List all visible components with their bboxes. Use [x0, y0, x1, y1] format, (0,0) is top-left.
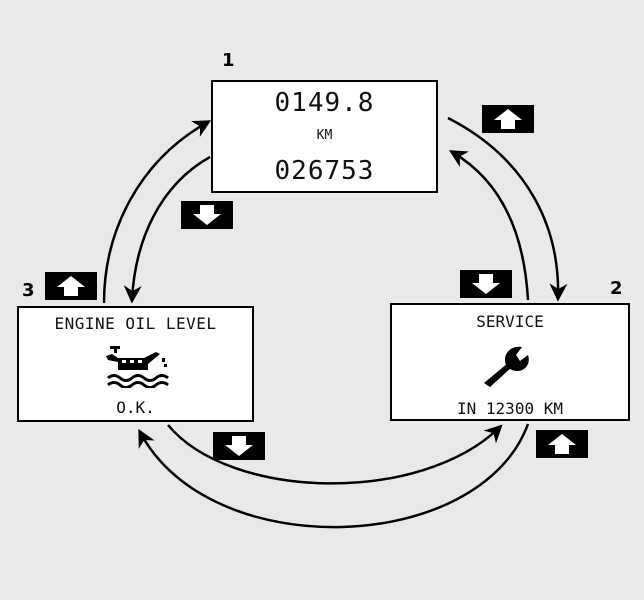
display-number-2: 2 — [610, 278, 623, 299]
trip-odometer-display: 0149.8 KM 026753 — [211, 80, 438, 193]
trip-value: 0149.8 — [274, 88, 375, 118]
arrow-oil-to-service — [167, 424, 503, 485]
arrow-trip-to-oil — [123, 155, 211, 304]
distance-unit: KM — [316, 128, 333, 143]
down-arrow-icon — [181, 201, 233, 229]
arrow-service-to-trip — [448, 150, 530, 301]
down-arrow-icon — [460, 270, 512, 298]
odometer-value: 026753 — [274, 156, 375, 186]
up-arrow-icon — [482, 105, 534, 133]
oil-can-icon — [106, 346, 169, 388]
oil-title: ENGINE OIL LEVEL — [54, 314, 217, 333]
up-arrow-icon — [45, 272, 97, 300]
engine-oil-display: ENGINE OIL LEVEL O.K. — [17, 306, 254, 422]
service-title: SERVICE — [476, 312, 544, 331]
service-display: SERVICE IN 12300 KM — [390, 303, 630, 421]
arrow-trip-to-service — [447, 116, 568, 302]
service-interval: IN 12300 KM — [457, 399, 563, 418]
oil-status: O.K. — [116, 398, 155, 417]
arrow-service-to-oil — [138, 423, 530, 529]
down-arrow-icon — [213, 432, 265, 460]
wrench-icon — [484, 346, 529, 387]
arrow-oil-to-trip — [102, 120, 212, 304]
up-arrow-icon — [536, 430, 588, 458]
display-number-1: 1 — [222, 50, 235, 71]
display-number-3: 3 — [22, 280, 35, 301]
